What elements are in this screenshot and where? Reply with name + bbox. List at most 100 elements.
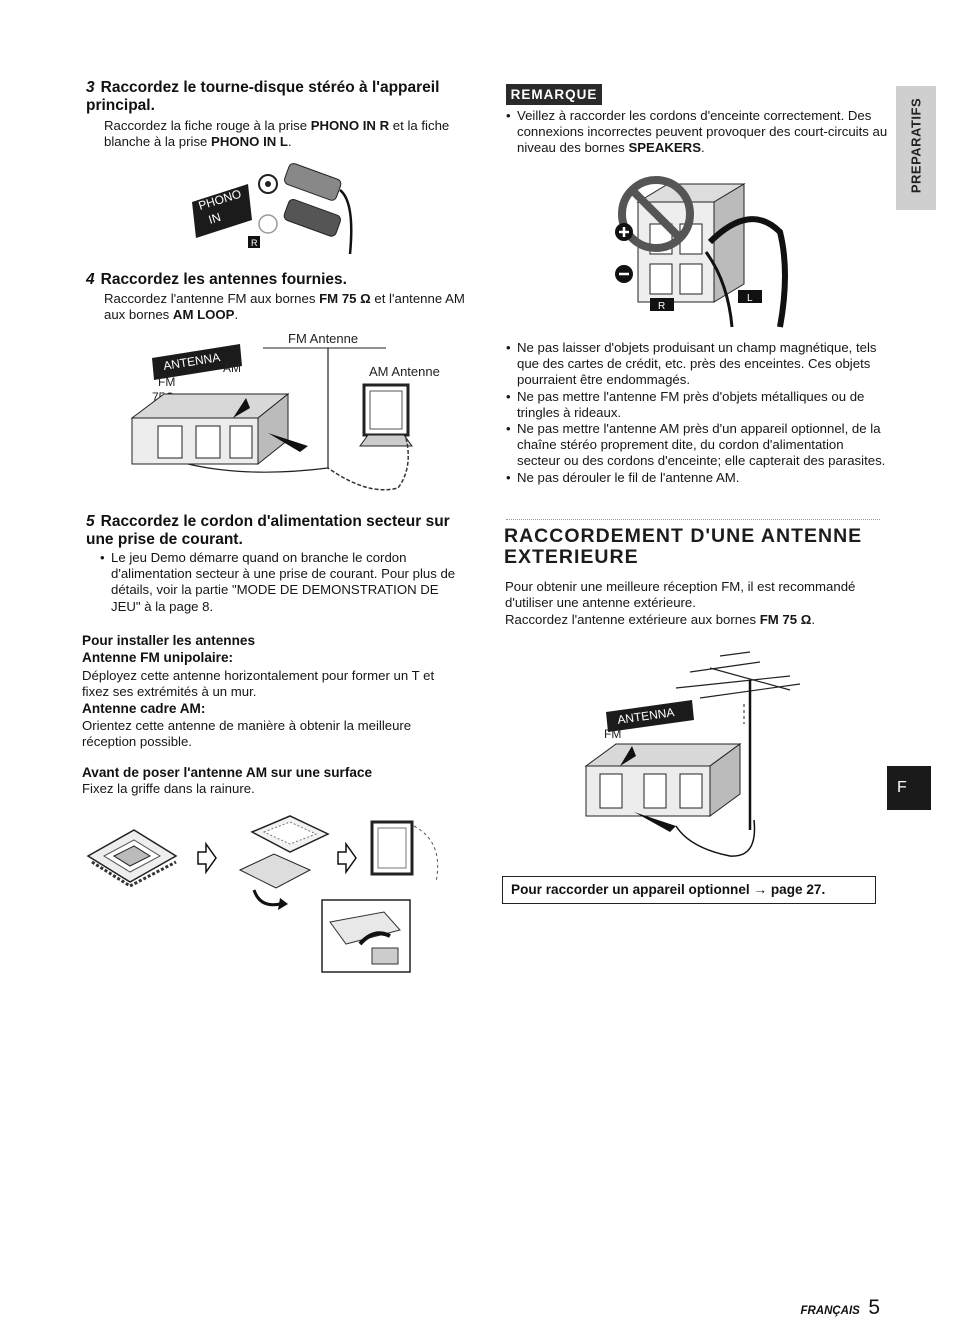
exterieure-bold: FM 75 Ω bbox=[759, 612, 812, 627]
step-4-title: Raccordez les antennes fournies. bbox=[100, 271, 347, 288]
outdoor-fm-label: FM bbox=[604, 727, 621, 741]
side-tab-f: F bbox=[887, 766, 931, 810]
step-4-text: Raccordez l'antenne FM aux bornes FM 75 … bbox=[104, 291, 466, 324]
exterieure-text-1: Pour obtenir une meilleure réception FM,… bbox=[505, 579, 856, 611]
speaker-wiring-illustration: R L bbox=[615, 176, 788, 328]
speaker-l-box bbox=[738, 290, 762, 303]
step-3-text: Raccordez la fiche rouge à la prise PHON… bbox=[104, 118, 466, 151]
phono-plug-illustration: PHONO IN R bbox=[192, 163, 353, 255]
step-3-text-2: et la fiche blanche à la prise bbox=[104, 118, 450, 150]
exterieure-text-2: Raccordez l'antenne extérieure aux borne… bbox=[505, 612, 883, 628]
speaker-r-label: R bbox=[658, 301, 665, 312]
fm-feeder bbox=[187, 463, 329, 473]
detail-claw bbox=[329, 911, 401, 945]
speaker-cable-thin bbox=[704, 251, 734, 328]
antenna-am-label: AM bbox=[223, 361, 241, 375]
optional-device-box[interactable]: Pour raccorder un appareil optionnel → p… bbox=[502, 876, 876, 904]
antenna-arrow-right bbox=[268, 433, 308, 452]
fm-install-heading: Antenne FM unipolaire: bbox=[82, 650, 234, 665]
phono-cable bbox=[339, 189, 353, 255]
optional-device-link-text: Pour raccorder un appareil optionnel → p… bbox=[511, 882, 826, 897]
step-5-bullet: Le jeu Demo démarre quand on branche le … bbox=[100, 550, 458, 615]
step-3-text-1: Raccordez la fiche rouge à la prise bbox=[104, 118, 311, 133]
footer-language: FRANÇAIS bbox=[800, 1305, 860, 1317]
phono-tag bbox=[192, 184, 252, 238]
page-number: 5 bbox=[868, 1296, 880, 1319]
detail-groove bbox=[371, 947, 399, 965]
am-loop-upright bbox=[370, 820, 414, 876]
outdoor-antenna-illustration: ANTENNA FM bbox=[584, 651, 801, 857]
step-3-number: 3 bbox=[86, 79, 95, 96]
am-wire bbox=[327, 437, 409, 491]
am-antenne-label: AM Antenne bbox=[369, 364, 440, 379]
surface-heading: Avant de poser l'antenne AM sur une surf… bbox=[82, 765, 373, 780]
am-loop-raising-inner bbox=[262, 821, 318, 845]
phono-jack-top-pin bbox=[265, 181, 271, 187]
step-4-bold-1: FM 75 Ω bbox=[319, 291, 371, 306]
fm-install-text: Déployez cette antenne horizontalement p… bbox=[82, 668, 435, 700]
am-loop-flat-center bbox=[112, 845, 152, 867]
unit-socket-1 bbox=[157, 425, 183, 459]
step-3-title: Raccordez le tourne-disque stéréo à l'ap… bbox=[86, 79, 440, 114]
install-heading: Pour installer les antennes bbox=[82, 633, 256, 648]
outdoor-arrow-up bbox=[620, 746, 636, 766]
antenna-tag bbox=[152, 344, 242, 380]
outdoor-unit-side bbox=[709, 743, 741, 817]
remarque-bullet: Veillez à raccorder les cordons d'encein… bbox=[506, 108, 888, 157]
unit-socket-2 bbox=[195, 425, 221, 459]
step-4-text-3: . bbox=[234, 307, 239, 323]
prohibited-circle-icon bbox=[618, 176, 694, 252]
step-3-bold-1: PHONO IN R bbox=[310, 118, 390, 133]
am-install-heading: Antenne cadre AM: bbox=[82, 701, 206, 716]
antenna-rod-2 bbox=[689, 661, 761, 673]
speaker-terminal-4 bbox=[679, 263, 703, 295]
step-arrow-1-icon bbox=[197, 841, 217, 875]
phono-plug-white bbox=[283, 199, 342, 237]
phono-r-box bbox=[248, 236, 260, 248]
remarque-label: REMARQUE bbox=[506, 84, 602, 105]
note-item: Ne pas mettre l'antenne AM près d'un app… bbox=[506, 421, 886, 470]
step-5-bullets: Le jeu Demo démarre quand on branche le … bbox=[100, 550, 458, 615]
note-item: Ne pas dérouler le fil de l'antenne AM. bbox=[506, 470, 886, 486]
antenna-fm-label: FM bbox=[158, 375, 175, 389]
step-4-heading: 4 Raccordez les antennes fournies. bbox=[86, 271, 466, 289]
am-install-text: Orientez cette antenne de manière à obte… bbox=[82, 718, 412, 750]
antenna-arrow-up bbox=[233, 398, 250, 418]
antenna-boom bbox=[709, 667, 791, 691]
exterieure-title: RACCORDEMENT D'UNE ANTENNE EXTERIEURE bbox=[504, 525, 863, 568]
step-4-bold-2: AM LOOP bbox=[172, 307, 235, 323]
am-loop-frame bbox=[362, 383, 410, 437]
rotate-arrow-head bbox=[278, 898, 288, 910]
step-3-bold-2: PHONO IN L bbox=[211, 134, 288, 150]
surface-text: Fixez la griffe dans la rainure. bbox=[82, 781, 255, 796]
unit-socket-3 bbox=[229, 425, 253, 459]
side-tab-letter: F bbox=[897, 779, 907, 796]
phono-plug-red bbox=[283, 163, 342, 201]
section-divider bbox=[506, 519, 880, 520]
remarque-label-text: REMARQUE bbox=[510, 87, 598, 102]
detail-arrow bbox=[358, 931, 391, 946]
step-5-title: Raccordez le cordon d'alimentation secte… bbox=[86, 513, 450, 548]
speaker-l-label: L bbox=[747, 293, 753, 304]
am-loop-upright-inner bbox=[377, 827, 407, 869]
exterieure-text-2a: Raccordez l'antenne extérieure aux borne… bbox=[505, 612, 760, 627]
note-item: Ne pas mettre l'antenne FM près d'objets… bbox=[506, 389, 886, 421]
antenna-connection-illustration: FM Antenne AM Antenne ANTENNA FM AM 75Ω bbox=[130, 331, 440, 491]
antenna-rod-1 bbox=[675, 675, 791, 689]
speaker-terminal-3 bbox=[649, 263, 673, 295]
am-loop-swing bbox=[413, 825, 439, 883]
phono-r-label: R bbox=[251, 238, 258, 248]
phono-jack-top bbox=[258, 174, 278, 194]
side-vertical-text: PREPARATIFS bbox=[908, 97, 924, 194]
step-4-text-1: Raccordez l'antenne FM aux bornes bbox=[104, 291, 320, 306]
page-footer: FRANÇAIS 5 bbox=[760, 1296, 880, 1320]
fm-antenne-label: FM Antenne bbox=[288, 331, 358, 346]
remarque-text: Veillez à raccorder les cordons d'encein… bbox=[517, 108, 888, 156]
speaker-r-box bbox=[650, 298, 674, 311]
step-3-text-3: . bbox=[287, 134, 292, 150]
step-4-number: 4 bbox=[86, 271, 95, 288]
rotate-arrow-icon bbox=[252, 889, 281, 907]
step-5-number: 5 bbox=[86, 513, 95, 530]
am-loop-assembly-illustration bbox=[86, 815, 439, 973]
